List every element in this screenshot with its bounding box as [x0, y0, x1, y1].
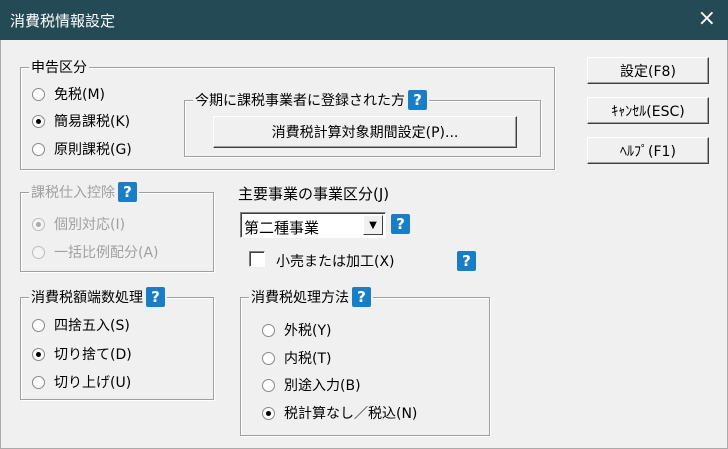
radio-proportional: 一括比例配分(A)	[32, 242, 159, 262]
radio-button[interactable]	[262, 378, 275, 392]
close-icon[interactable]: ×	[697, 6, 716, 31]
retail-checkbox[interactable]	[249, 251, 265, 267]
radio-label: 別途入力(B)	[284, 378, 361, 394]
help-icon[interactable]: ?	[118, 182, 137, 202]
rounding-group-title: 消費税額端数処理	[31, 290, 143, 306]
rounding-group: 消費税額端数処理?	[20, 287, 214, 400]
radio-exempt[interactable]: 免税(M)	[32, 84, 105, 104]
radio-button[interactable]	[262, 351, 275, 365]
deduction-group: 課税仕入控除?	[20, 182, 214, 272]
radio-label: 免税(M)	[54, 87, 106, 103]
radio-button[interactable]	[262, 323, 275, 337]
radio-label: 簡易課税(K)	[54, 114, 131, 130]
retail-label: 小売または加工(X)	[276, 254, 395, 270]
radio-label: 切り上げ(U)	[54, 375, 132, 391]
filing-group-title: 申告区分	[31, 60, 87, 76]
radio-ceil[interactable]: 切り上げ(U)	[32, 372, 131, 392]
cancel-button[interactable]: ｷｬﾝｾﾙ(ESC)	[587, 97, 709, 124]
window-title: 消費税情報設定	[10, 12, 116, 30]
radio-button[interactable]	[32, 347, 45, 361]
help-button[interactable]: ﾍﾙﾌﾟ(F1)	[587, 137, 709, 164]
radio-inclusive[interactable]: 内税(T)	[262, 348, 331, 368]
radio-label: 個別対応(I)	[54, 217, 126, 233]
radio-no-calc[interactable]: 税計算なし／税込(N)	[262, 403, 417, 423]
radio-general[interactable]: 原則課税(G)	[32, 139, 132, 159]
tax-period-setting-button[interactable]: 消費税計算対象期間設定(P)...	[213, 116, 517, 148]
radio-floor[interactable]: 切り捨て(D)	[32, 344, 132, 364]
radio-button[interactable]	[32, 114, 45, 128]
registered-group: 今期に課税事業者に登録された方?	[184, 90, 541, 157]
radio-button[interactable]	[262, 406, 275, 420]
radio-label: 四捨五入(S)	[54, 318, 130, 334]
help-icon[interactable]: ?	[352, 287, 371, 307]
title-bar: 消費税情報設定 ×	[0, 0, 728, 40]
radio-label: 原則課税(G)	[54, 142, 132, 158]
radio-button[interactable]	[32, 318, 45, 332]
radio-simplified[interactable]: 簡易課税(K)	[32, 111, 130, 131]
radio-separate[interactable]: 別途入力(B)	[262, 375, 361, 395]
radio-button	[32, 245, 45, 259]
method-group-title: 消費税処理方法	[251, 290, 349, 306]
radio-button[interactable]	[32, 375, 45, 389]
radio-label: 内税(T)	[284, 351, 332, 367]
business-type-select[interactable]: 第二種事業 ▼	[240, 212, 386, 238]
business-type-value: 第二種事業	[244, 219, 320, 237]
radio-label: 外税(Y)	[284, 323, 332, 339]
radio-individual: 個別対応(I)	[32, 214, 125, 234]
radio-exclusive[interactable]: 外税(Y)	[262, 320, 331, 340]
method-group: 消費税処理方法?	[240, 287, 490, 436]
help-icon[interactable]: ?	[391, 214, 410, 234]
radio-button[interactable]	[32, 142, 45, 156]
radio-button	[32, 217, 45, 231]
registered-group-title: 今期に課税事業者に登録された方	[195, 93, 405, 109]
ok-button[interactable]: 設定(F8)	[587, 57, 709, 84]
help-icon[interactable]: ?	[146, 287, 165, 307]
radio-round[interactable]: 四捨五入(S)	[32, 315, 130, 335]
radio-label: 一括比例配分(A)	[54, 245, 159, 261]
filing-group: 申告区分	[20, 57, 555, 170]
business-type-label: 主要事業の事業区分(J)	[238, 185, 390, 203]
deduction-group-title: 課税仕入控除	[31, 185, 115, 201]
chevron-down-icon[interactable]: ▼	[363, 215, 383, 235]
radio-label: 税計算なし／税込(N)	[284, 406, 418, 422]
radio-label: 切り捨て(D)	[54, 347, 132, 363]
help-icon[interactable]: ?	[408, 90, 427, 110]
help-icon[interactable]: ?	[457, 251, 476, 271]
radio-button[interactable]	[32, 87, 45, 101]
